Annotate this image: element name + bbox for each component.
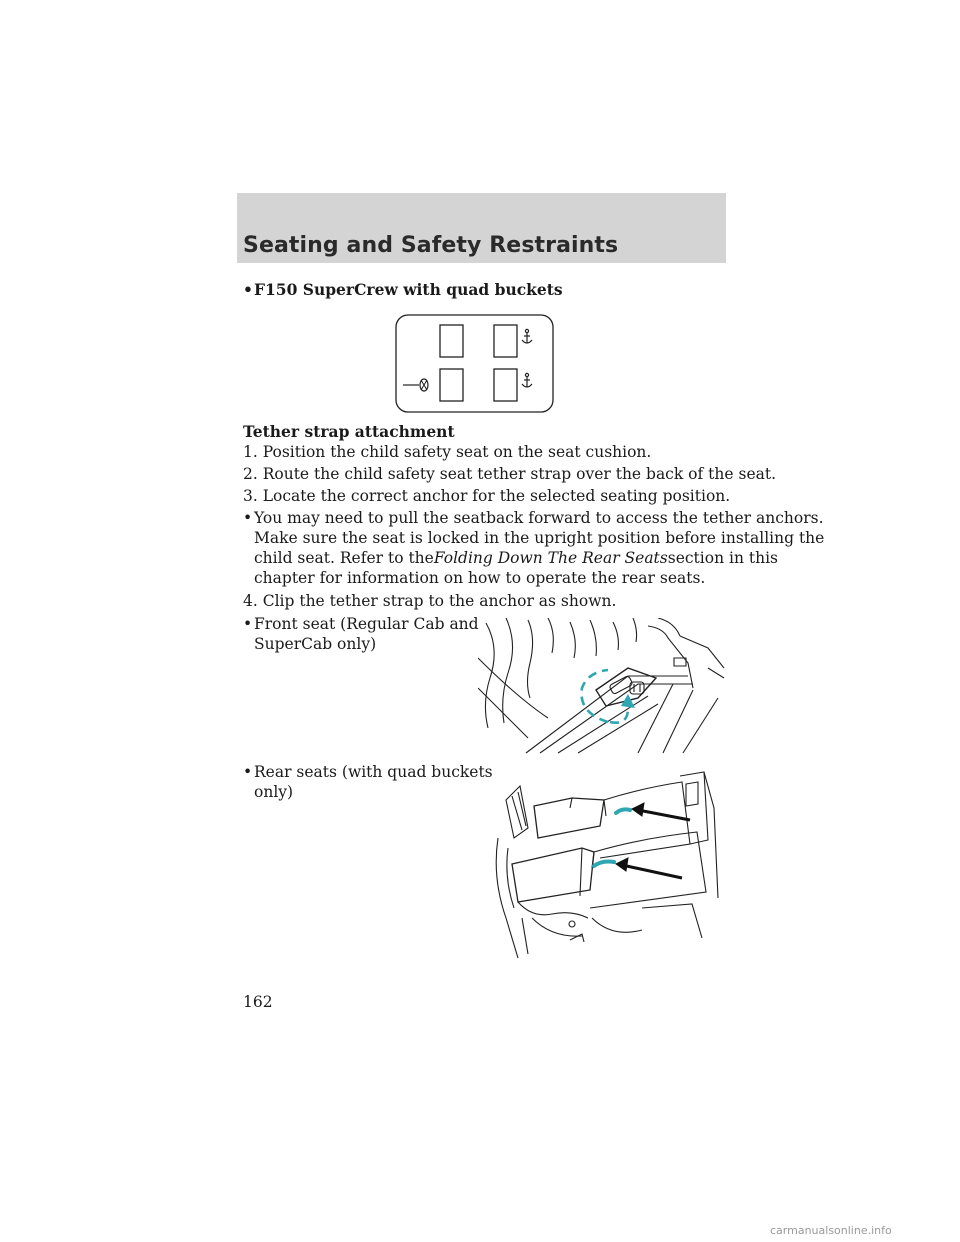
seat-layout-diagram xyxy=(395,314,554,413)
page-number: 162 xyxy=(243,993,273,1011)
step-3: 3. Locate the correct anchor for the sel… xyxy=(243,487,731,505)
no-anchor-icon xyxy=(403,378,429,392)
section-reference: Folding Down The Rear Seats xyxy=(433,549,668,567)
bullet: • xyxy=(243,763,253,781)
bullet: • xyxy=(243,615,253,633)
note-line: chapter for information on how to operat… xyxy=(254,569,706,587)
note-line: You may need to pull the seatback forwar… xyxy=(254,509,824,527)
step-4: 4. Clip the tether strap to the anchor a… xyxy=(243,592,617,610)
subheading: Tether strap attachment xyxy=(243,422,455,441)
anchor-icon xyxy=(521,372,533,388)
bullet: • xyxy=(243,509,253,527)
step-2: 2. Route the child safety seat tether st… xyxy=(243,465,777,483)
anchor-icon xyxy=(521,328,533,344)
front-seat-label: Front seat (Regular Cab and xyxy=(254,615,479,633)
seat-front-right xyxy=(493,324,518,358)
footer-watermark[interactable]: carmanualsonline.info xyxy=(770,1224,892,1237)
rear-seat-label: Rear seats (with quad buckets xyxy=(254,763,493,781)
front-seat-label: SuperCab only) xyxy=(254,635,377,653)
front-seat-anchor-illustration xyxy=(478,618,725,754)
seat-front-left xyxy=(439,324,464,358)
seat-rear-right xyxy=(493,368,518,402)
rear-seat-label: only) xyxy=(254,783,294,801)
note-line: Make sure the seat is locked in the upri… xyxy=(254,529,825,547)
header-band xyxy=(237,193,726,263)
step-1: 1. Position the child safety seat on the… xyxy=(243,443,652,461)
seat-rear-left xyxy=(439,368,464,402)
bullet: • xyxy=(243,280,253,299)
section-heading: F150 SuperCrew with quad buckets xyxy=(254,280,563,299)
page-title: Seating and Safety Restraints xyxy=(243,233,619,258)
rear-seat-anchor-illustration xyxy=(495,771,719,958)
note-line: child seat. Refer to theFolding Down The… xyxy=(254,549,778,567)
